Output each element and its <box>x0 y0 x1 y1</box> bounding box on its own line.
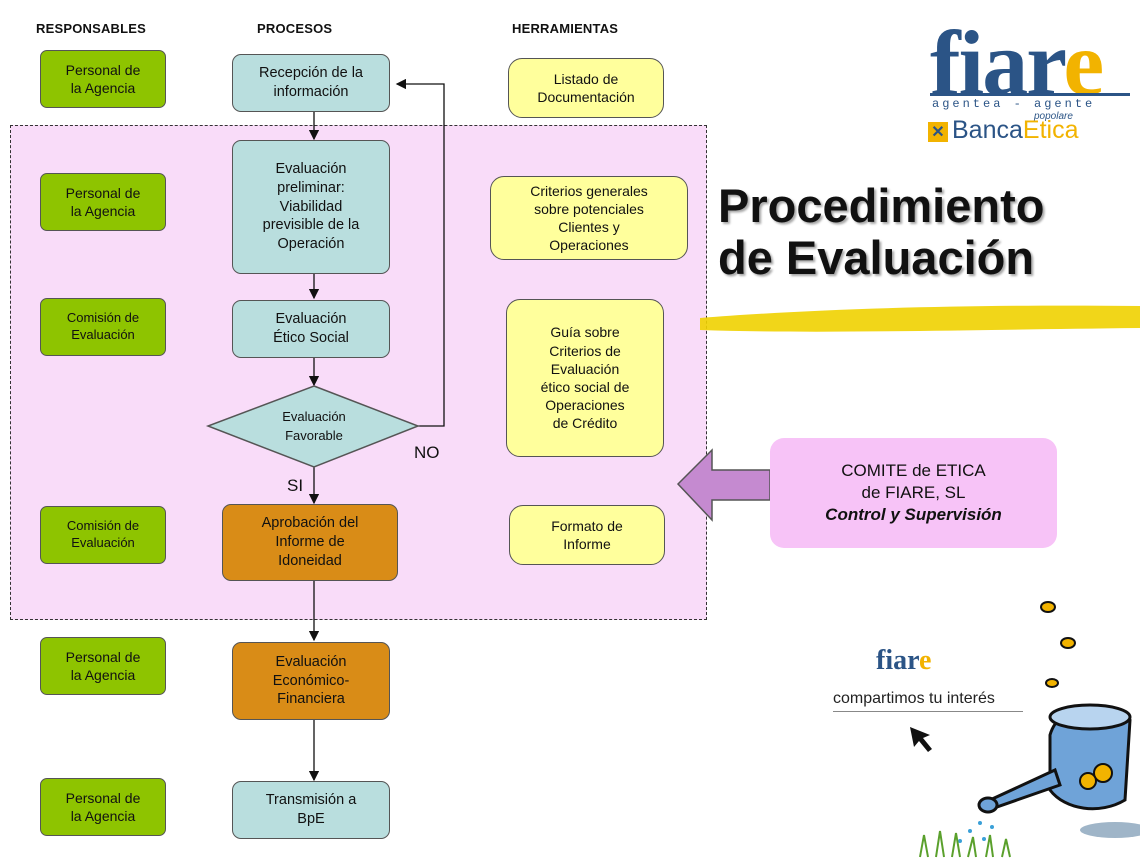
logo-subtitle: agentea - agente <box>932 97 1096 111</box>
fiare-logo: fiare agentea - agente popolare ✕ BancaE… <box>922 12 1134 168</box>
tagline-underline <box>833 711 1023 712</box>
logo-divider <box>930 93 1130 96</box>
banca-etica-mark-icon: ✕ <box>928 122 948 142</box>
grass <box>919 830 1011 858</box>
responsable-personal-agencia: Personal de la Agencia <box>40 50 166 108</box>
decision-yes-label: SI <box>287 476 304 495</box>
title-underline-stroke <box>700 305 1140 332</box>
responsable-comision-evaluacion: Comisión de Evaluación <box>40 506 166 564</box>
arrow-no-loop <box>395 78 445 427</box>
decision-diamond <box>205 385 421 468</box>
herramienta-criterios-generales: Criterios generales sobre potenciales Cl… <box>490 176 688 260</box>
puddle <box>1080 822 1140 838</box>
herramienta-guia-criterios: Guía sobre Criterios de Evaluación ético… <box>506 299 664 457</box>
cursor-arrow-icon <box>910 727 932 752</box>
decision-no-label: NO <box>414 443 440 462</box>
fiare-small-logo: fiare <box>876 645 932 676</box>
watering-can-illustration <box>910 601 1140 858</box>
coin-icon <box>1060 637 1076 649</box>
header-herramientas: HERRAMIENTAS <box>512 21 619 36</box>
herramienta-formato-informe: Formato de Informe <box>509 505 665 565</box>
proceso-evaluacion-etico-social: Evaluación Ético Social <box>232 300 390 358</box>
decision-label: Evaluación Favorable <box>282 409 346 443</box>
comite-line2: de FIARE, SL <box>861 482 966 502</box>
fiare-tagline: compartimos tu interés <box>833 690 995 707</box>
logo-banca-etica: BancaEtica <box>952 116 1079 144</box>
comite-line1: COMITE de ETICA <box>841 460 986 480</box>
proceso-recepcion: Recepción de la información <box>232 54 390 112</box>
coin-icon <box>1045 678 1059 688</box>
header-responsables: RESPONSABLES <box>36 21 147 36</box>
responsable-comision-evaluacion: Comisión de Evaluación <box>40 298 166 356</box>
page-title: Procedimiento de Evaluación <box>718 179 1045 284</box>
proceso-evaluacion-economico: Evaluación Económico- Financiera <box>232 642 390 720</box>
proceso-aprobacion-informe: Aprobación del Informe de Idoneidad <box>222 504 398 581</box>
comite-box: COMITE de ETICA de FIARE, SL Control y S… <box>770 438 1057 548</box>
header-procesos: PROCESOS <box>257 21 333 36</box>
coin-icon <box>1040 601 1056 613</box>
proceso-transmision-bpe: Transmisión a BpE <box>232 781 390 839</box>
logo-popolare: popolare <box>1034 111 1073 122</box>
herramienta-listado-documentacion: Listado de Documentación <box>508 58 664 118</box>
proceso-evaluacion-preliminar: Evaluación preliminar: Viabilidad previs… <box>232 140 390 274</box>
responsable-personal-agencia: Personal de la Agencia <box>40 173 166 231</box>
responsable-personal-agencia: Personal de la Agencia <box>40 778 166 836</box>
logo-fiare-wordmark: fiare <box>930 12 1104 114</box>
responsable-personal-agencia: Personal de la Agencia <box>40 637 166 695</box>
comite-line3: Control y Supervisión <box>825 505 1002 525</box>
comite-arrow <box>676 448 771 522</box>
